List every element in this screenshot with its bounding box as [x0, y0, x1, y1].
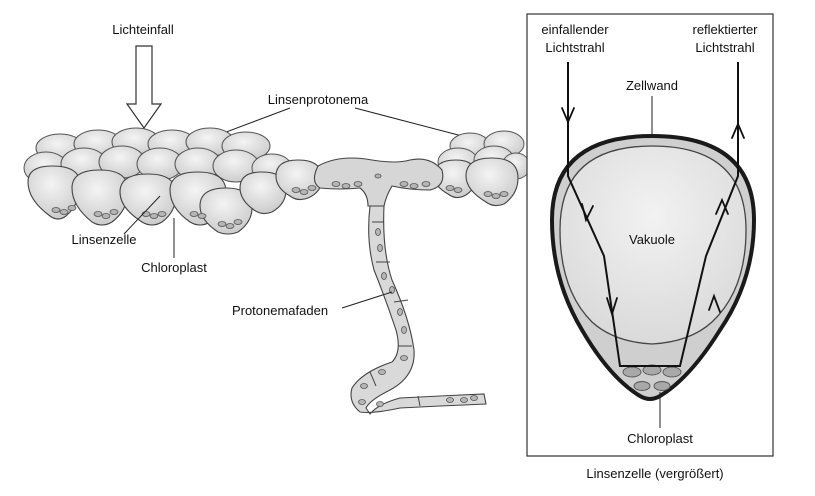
light-arrow [125, 45, 163, 130]
incoming-ray-label-1: einfallender [541, 22, 609, 37]
magnified-chloroplasts [622, 364, 682, 391]
filament-leader [341, 291, 393, 309]
protonema-body [313, 157, 444, 207]
cell-wall-label: Zellwand [626, 78, 678, 93]
filament-label: Protonemafaden [232, 303, 328, 318]
vacuole-label: Vakuole [629, 232, 675, 247]
lens-cell-leader [123, 195, 161, 235]
chloroplast-label-right: Chloroplast [627, 431, 693, 446]
light-label: Lichteinfall [112, 22, 174, 37]
lens-cell [239, 171, 287, 215]
reflected-ray-label-2: Lichtstrahl [695, 40, 754, 55]
incoming-ray-label-2: Lichtstrahl [545, 40, 604, 55]
lens-cell [71, 169, 129, 226]
vacuole [559, 145, 747, 345]
protonema-filament [350, 205, 487, 415]
chloroplast-label-left: Chloroplast [141, 260, 207, 275]
lens-cell [465, 157, 519, 207]
ray-arrowheads [561, 107, 745, 318]
lens-cell [119, 173, 177, 226]
light-rays [567, 62, 739, 367]
lens-cell-label: Linsenzelle [71, 232, 136, 247]
protonema-chloroplasts [331, 173, 431, 189]
magnified-lens-cell [549, 133, 757, 401]
protonema-label: Linsenprotonema [268, 92, 369, 107]
chloroplast-group-left [51, 185, 509, 229]
reflected-ray-label-1: reflektierter [692, 22, 758, 37]
magnified-caption: Linsenzelle (vergrößert) [586, 466, 723, 481]
